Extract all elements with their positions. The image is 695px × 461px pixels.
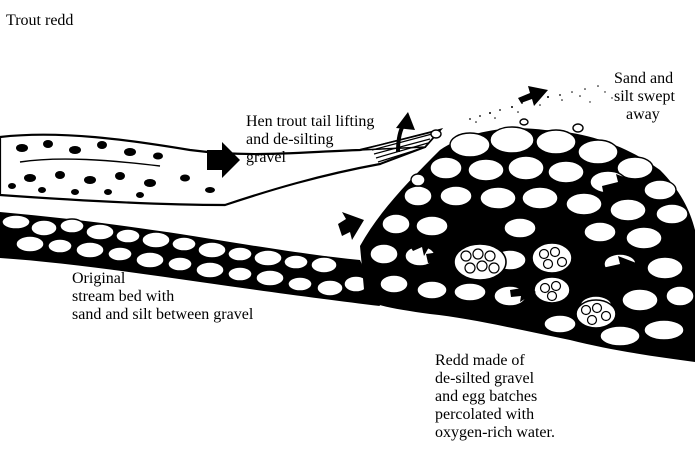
redd-label-line: and egg batches [435,388,555,406]
redd-mound [360,119,695,362]
redd-label: Redd made of de-silted gravel and egg ba… [435,352,555,442]
page-title: Trout redd [6,12,73,30]
redd-label-line: Redd made of [435,352,555,370]
redd-label-line: percolated with [435,406,555,424]
streambed-label: Original stream bed with sand and silt b… [72,270,253,324]
tail-label-line: gravel [246,149,374,167]
swept-label-line: Sand and [614,70,675,88]
title-text: Trout redd [6,12,73,30]
tail-label: Hen trout tail lifting and de-silting gr… [246,113,374,167]
redd-label-line: de-silted gravel [435,370,555,388]
swept-label: Sand and silt swept away [614,70,675,124]
streambed-label-line: sand and silt between gravel [72,306,253,324]
tail-label-line: and de-silting [246,131,374,149]
swept-label-line: away [614,106,675,124]
streambed-label-line: Original [72,270,253,288]
swept-label-line: silt swept [614,88,675,106]
tail-label-line: Hen trout tail lifting [246,113,374,131]
streambed-label-line: stream bed with [72,288,253,306]
redd-label-line: oxygen-rich water. [435,424,555,442]
